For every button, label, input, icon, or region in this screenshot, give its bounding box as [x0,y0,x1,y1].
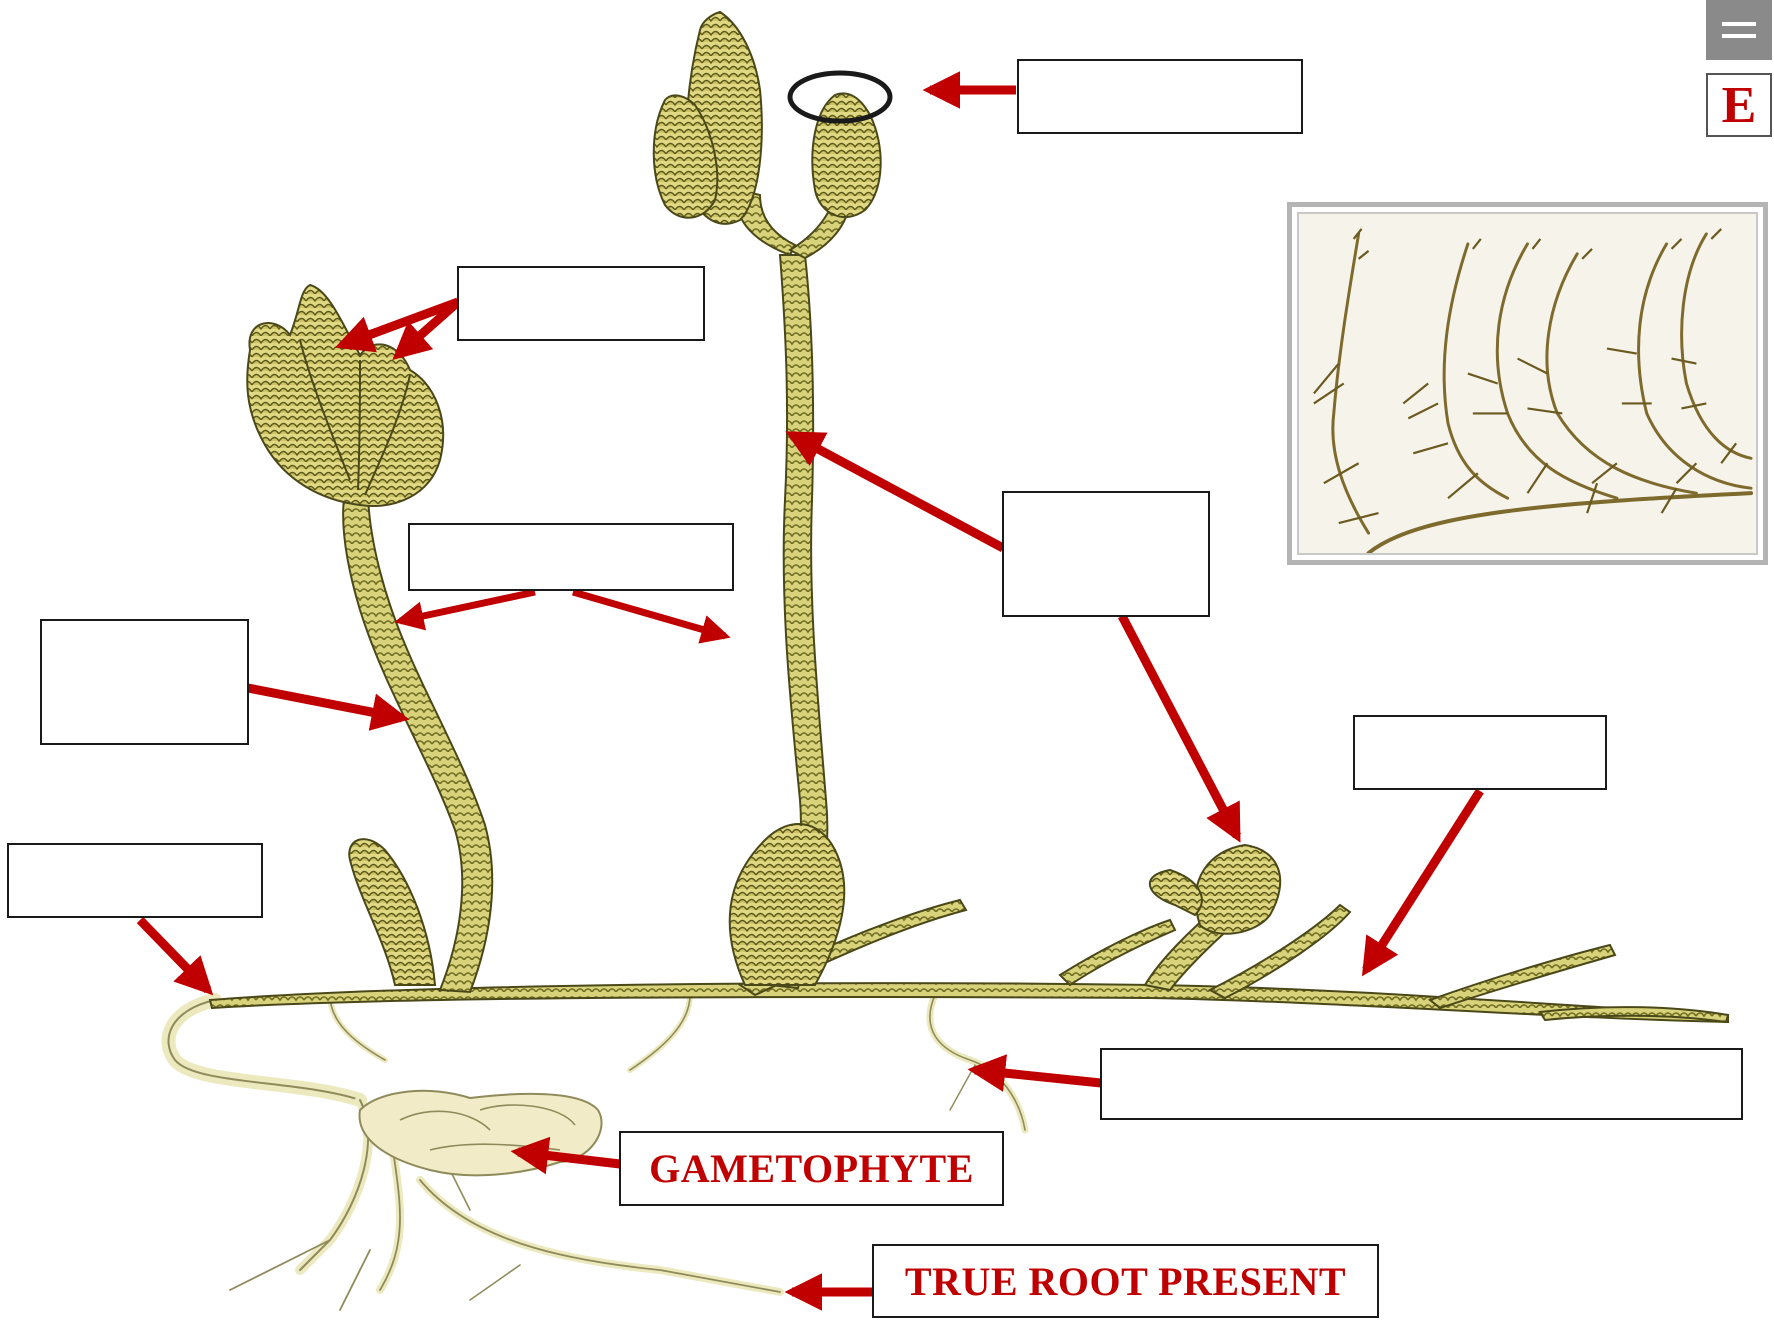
arrow-strobili-left [342,302,458,345]
arrow-upright-branch [1122,616,1237,836]
specimen-illustration [1299,214,1756,553]
arrow-leaf-left [400,592,535,621]
specimen-photo-frame [1287,202,1768,565]
rhizome-blank[interactable] [7,843,263,918]
arrow-aerial-branch [792,435,1003,548]
true-root-label-box: TRUE ROOT PRESENT [872,1244,1379,1318]
true-root-label: TRUE ROOT PRESENT [905,1258,1346,1305]
aerial-branch-blank[interactable] [1002,491,1210,617]
strobili-blank[interactable] [457,266,705,341]
hamburger-menu-icon[interactable] [1706,0,1772,60]
arrow-creeping-stem [1366,791,1480,970]
gametophyte-label: GAMETOPHYTE [649,1145,974,1192]
e-button[interactable]: E [1706,73,1772,137]
menu-line-bottom [1722,34,1756,38]
leaf-blank[interactable] [408,523,734,591]
arrow-leaf-right [573,592,725,636]
specimen-photo [1297,212,1758,555]
gametophyte-label-box: GAMETOPHYTE [619,1131,1004,1206]
stem-blank[interactable] [40,619,249,745]
menu-line-top [1722,22,1756,26]
left-aerial-shoot [247,285,492,992]
arrow-rhizome [140,920,208,990]
strobilus-tip-blank[interactable] [1017,59,1303,134]
arrow-stem [248,688,402,718]
central-aerial-shoot [654,12,881,988]
adventitious-root-blank[interactable] [1100,1048,1743,1120]
upright-branch-blank[interactable] [1353,715,1607,790]
